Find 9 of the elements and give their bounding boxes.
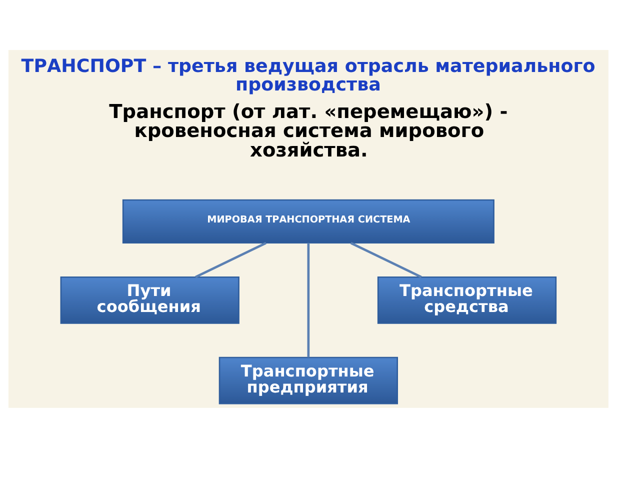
node-box: Транспортные предприятия [218, 356, 398, 404]
diagram-title: ТРАНСПОРТ – третья ведущая отрасль материального производства [21, 56, 596, 95]
node-box: Пути сообщения [60, 276, 240, 324]
label: Транспорт (от лат. «перемещаю») - кровеносная система мирового хозяйства. [109, 99, 508, 161]
connector [307, 242, 310, 357]
connector [195, 241, 266, 278]
node-box: Транспортные средства [377, 276, 557, 324]
node-box: МИРОВАЯ ТРАНСПОРТНАЯ СИСТЕМА [122, 198, 494, 243]
connector [350, 241, 422, 278]
